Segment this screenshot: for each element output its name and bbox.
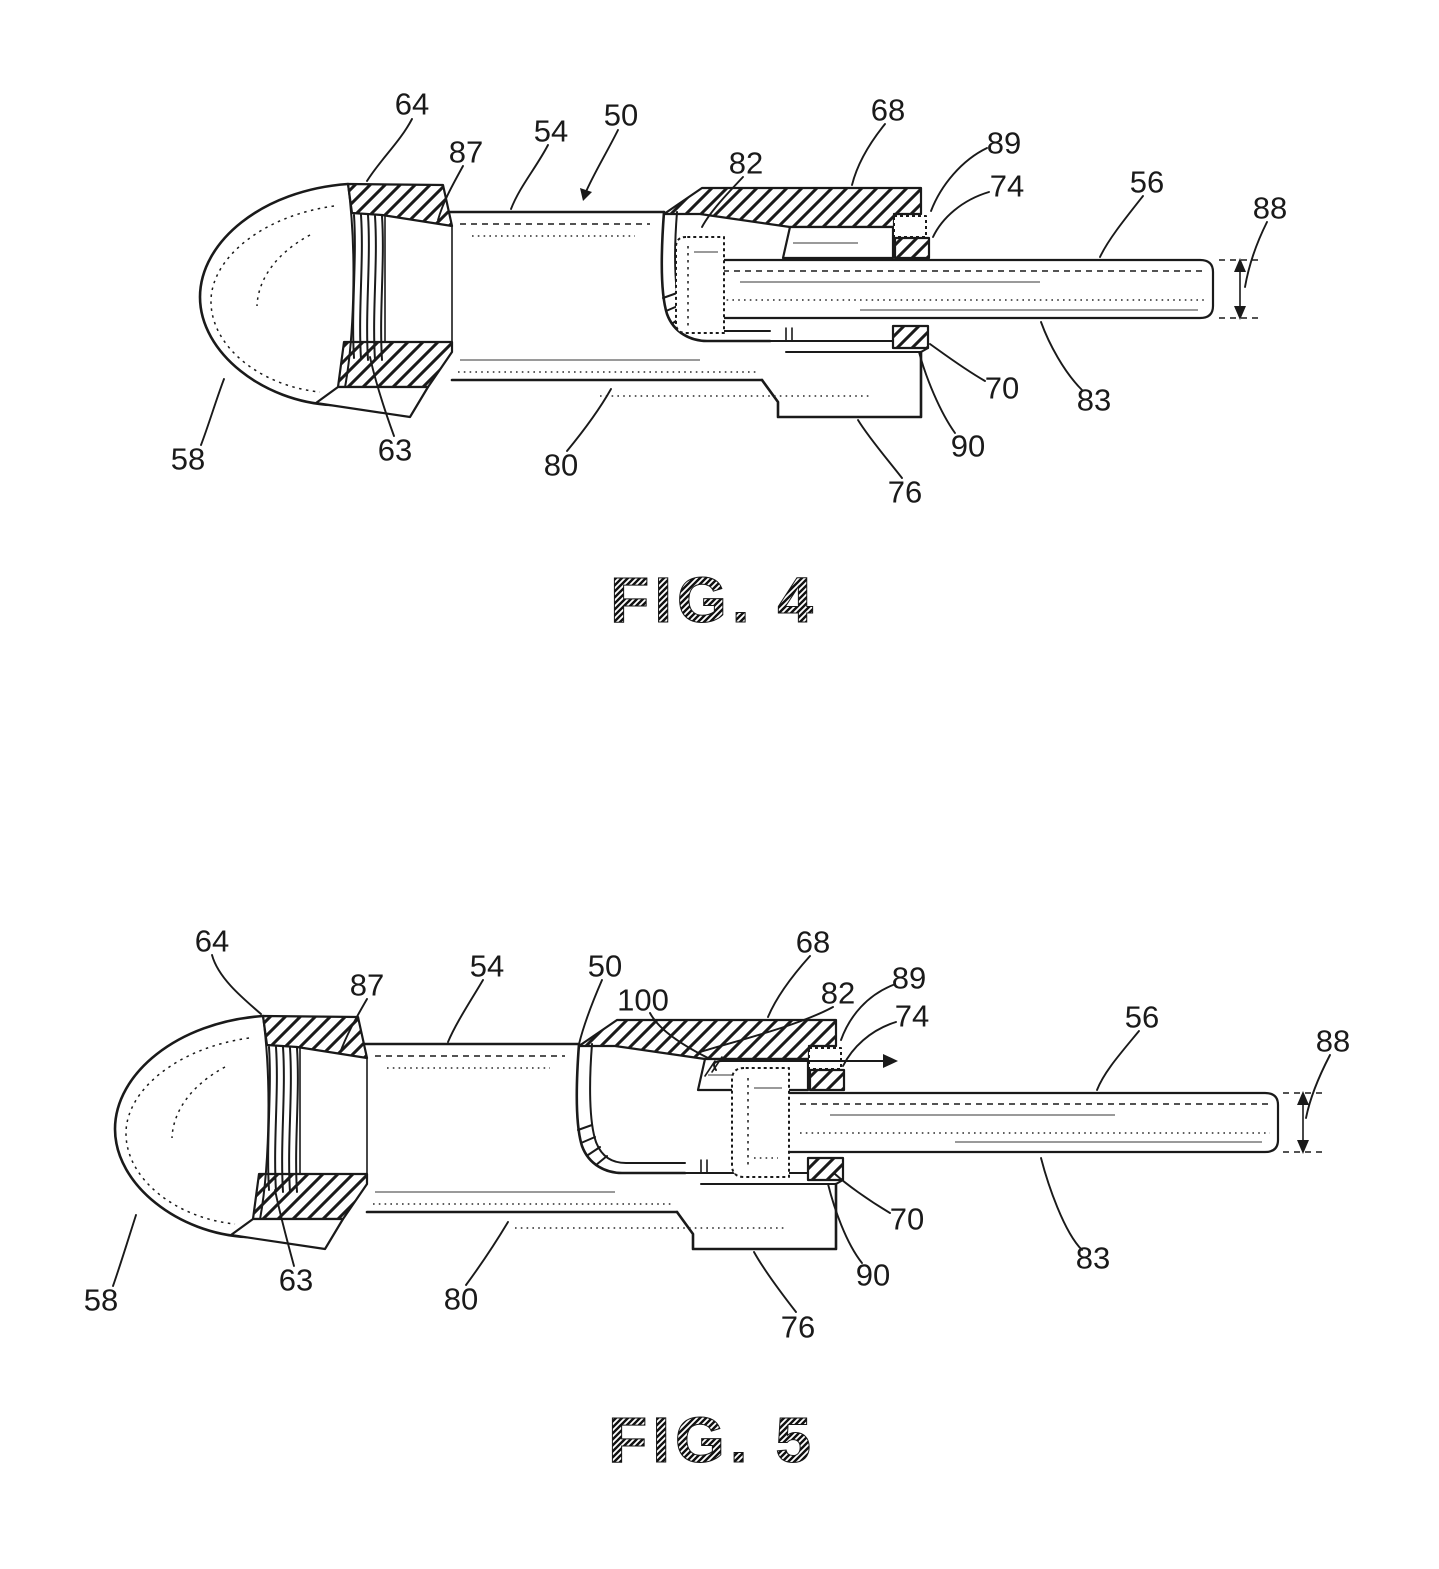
figure5-caption: FIG. 5	[608, 1404, 816, 1476]
ref-numeral-fig5-50: 50	[587, 948, 623, 984]
ref-numeral-fig5-68: 68	[795, 924, 831, 960]
rod-fig5	[785, 1091, 1280, 1154]
figure4-drawing: FIG. 4	[198, 118, 1268, 637]
ref-numeral-fig4-70: 70	[984, 370, 1020, 406]
ref-numeral-fig5-88: 88	[1315, 1023, 1351, 1059]
ref-numeral-fig5-90: 90	[855, 1257, 891, 1293]
ref-numeral-fig4-90: 90	[950, 428, 986, 464]
ref-numeral-fig5-76: 76	[780, 1309, 816, 1345]
ref-numeral-fig4-88: 88	[1252, 190, 1288, 226]
ref-numeral-fig5-80: 80	[443, 1281, 479, 1317]
figure4-caption: FIG. 4	[610, 564, 818, 636]
leader-50-arrowhead	[580, 188, 592, 201]
ref-numeral-fig4-89: 89	[986, 125, 1022, 161]
ref-numeral-fig5-82: 82	[820, 975, 856, 1011]
leader-lines-fig4	[200, 118, 1268, 479]
ref-numeral-fig5-58: 58	[83, 1282, 119, 1318]
ref-numeral-fig4-50: 50	[603, 97, 639, 133]
ref-numeral-fig4-83: 83	[1076, 382, 1112, 418]
ref-numeral-fig5-56: 56	[1124, 999, 1160, 1035]
ref-numeral-fig5-64: 64	[194, 923, 230, 959]
ref-numeral-fig4-58: 58	[170, 441, 206, 477]
plunger-fig5	[731, 1067, 790, 1178]
ref-numeral-fig5-87: 87	[349, 967, 385, 1003]
ref-numeral-fig4-63: 63	[377, 432, 413, 468]
ref-numeral-fig4-87: 87	[448, 134, 484, 170]
ref-numeral-fig5-54: 54	[469, 948, 505, 984]
dimension-88-fig4	[1219, 258, 1262, 320]
ref-numeral-fig4-64: 64	[394, 86, 430, 122]
leader-lines-fig5	[112, 954, 1331, 1313]
ref-numeral-fig5-63: 63	[278, 1262, 314, 1298]
dimension-88-fig5	[1283, 1091, 1327, 1154]
ref-numeral-fig4-74: 74	[989, 168, 1025, 204]
ref-numeral-fig4-76: 76	[887, 474, 923, 510]
ref-numeral-fig4-54: 54	[533, 113, 569, 149]
figure5-drawing: FIG. 5	[112, 954, 1331, 1477]
ref-numeral-fig4-80: 80	[543, 447, 579, 483]
ref-numeral-fig5-74: 74	[894, 998, 930, 1034]
ref-numeral-fig4-82: 82	[728, 145, 764, 181]
ref-numeral-fig5-100: 100	[617, 982, 669, 1018]
ref-numeral-fig5-70: 70	[889, 1201, 925, 1237]
ref-numeral-fig4-68: 68	[870, 92, 906, 128]
ref-numeral-fig5-83: 83	[1075, 1240, 1111, 1276]
rod-fig4	[700, 258, 1215, 320]
ref-numeral-fig5-89: 89	[891, 960, 927, 996]
ref-numeral-fig4-56: 56	[1129, 164, 1165, 200]
deploy-arrow-100	[704, 1054, 898, 1077]
